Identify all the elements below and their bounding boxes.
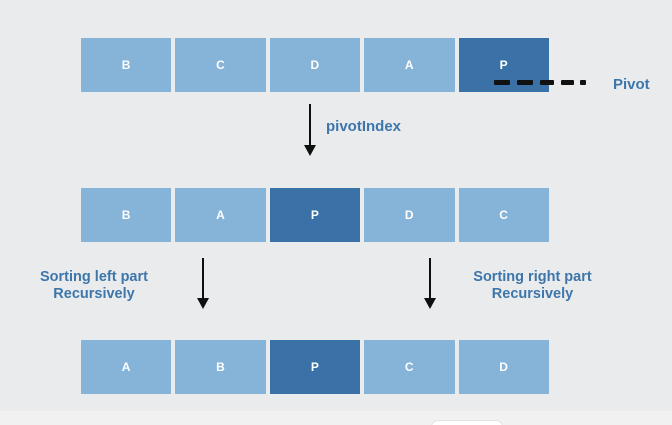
array-cell: B: [79, 36, 174, 94]
sorting-right-arrow-icon: [423, 258, 437, 309]
diagram-canvas: B C D A P Pivot pivotIndex B A P D C Sor…: [20, 36, 650, 396]
sorting-right-part-line-1: Sorting right part: [473, 269, 592, 285]
sorting-left-arrow-icon: [196, 258, 210, 309]
bottom-strip: [0, 411, 672, 425]
array-cell-pivot: P: [456, 36, 551, 94]
sheet-tab-stub[interactable]: [431, 420, 503, 425]
pivot-label: Pivot: [613, 76, 650, 93]
sorting-left-part-label: Sorting left part Recursively: [20, 269, 168, 303]
array-cell: B: [79, 186, 174, 244]
array-cell-pivot: P: [267, 186, 363, 244]
pivot-leader-dashed-line: [494, 80, 594, 85]
array-cell: D: [456, 338, 551, 396]
array-cell: A: [362, 36, 457, 94]
array-cell-pivot: P: [267, 338, 363, 396]
array-cell: A: [173, 186, 268, 244]
array-cell: D: [267, 36, 363, 94]
sorting-left-part-line-1: Sorting left part: [40, 269, 148, 285]
array-cell: A: [79, 338, 174, 396]
array-row-initial: B C D A P: [79, 36, 551, 94]
sorting-right-part-line-2: Recursively: [491, 286, 574, 303]
array-cell: D: [362, 186, 457, 244]
array-row-partitioned: B A P D C: [79, 186, 551, 244]
array-cell: C: [173, 36, 268, 94]
sorting-right-part-label: Sorting right part Recursively: [455, 269, 610, 303]
array-cell: C: [456, 186, 551, 244]
pivot-index-label: pivotIndex: [326, 118, 402, 135]
array-cell: C: [362, 338, 457, 396]
array-cell: B: [173, 338, 268, 396]
array-row-sorted: A B P C D: [79, 338, 551, 396]
sorting-left-part-line-2: Recursively: [53, 286, 135, 303]
pivot-index-arrow-icon: [303, 104, 317, 156]
